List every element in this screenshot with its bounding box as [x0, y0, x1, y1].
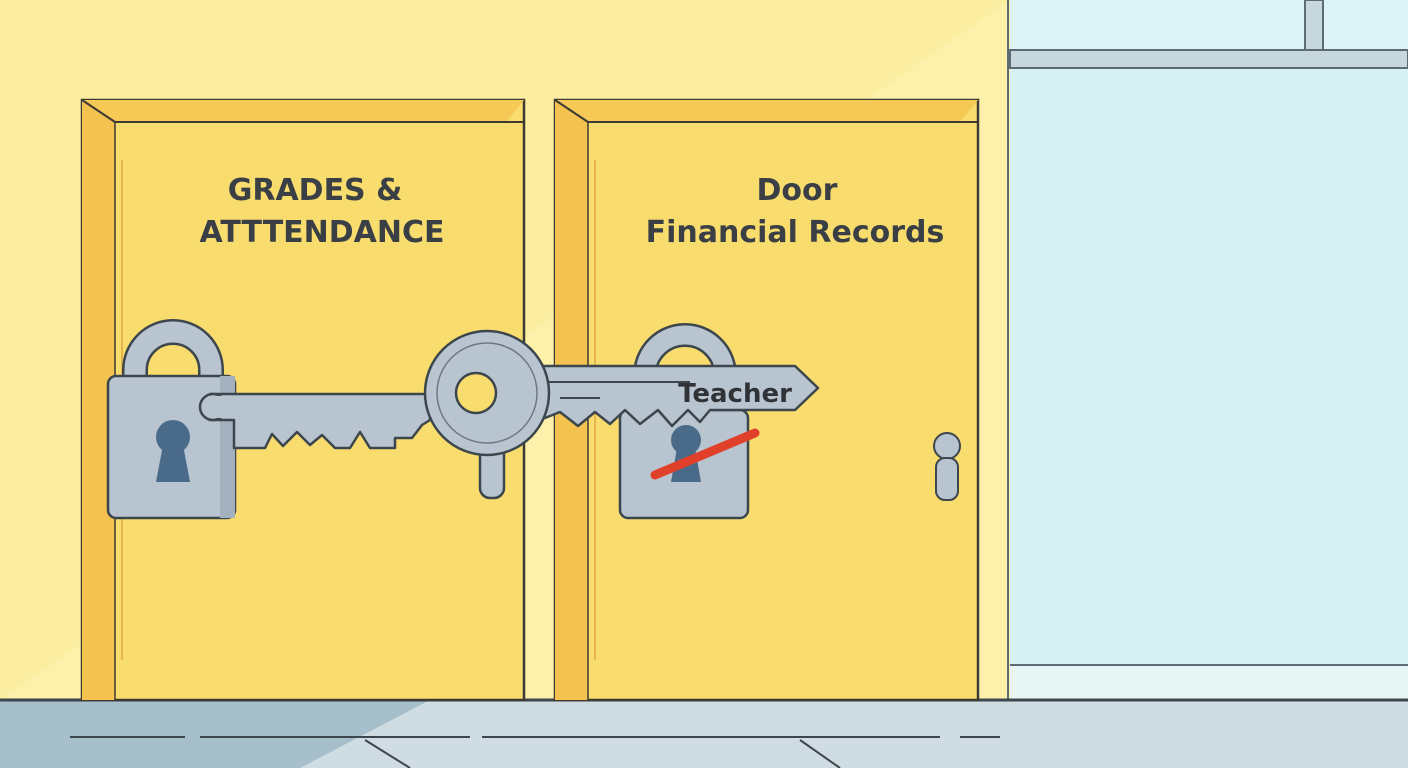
blocked-mark	[650, 428, 760, 480]
door-right-label-line-1: Door	[757, 173, 838, 208]
door-left-label-line-2: ATTTENDANCE	[200, 215, 445, 250]
padlock-right	[618, 323, 760, 520]
window	[1007, 0, 1408, 700]
key-label: Teacher	[678, 379, 792, 409]
door-left-label-line-1: GRADES &	[228, 173, 403, 208]
floor	[0, 698, 1408, 768]
teacher-key[interactable]: Teacher	[198, 329, 820, 500]
keyhole-icon	[156, 420, 190, 482]
door-right-label-line-2: Financial Records	[646, 215, 945, 250]
door-handle[interactable]	[933, 432, 961, 501]
